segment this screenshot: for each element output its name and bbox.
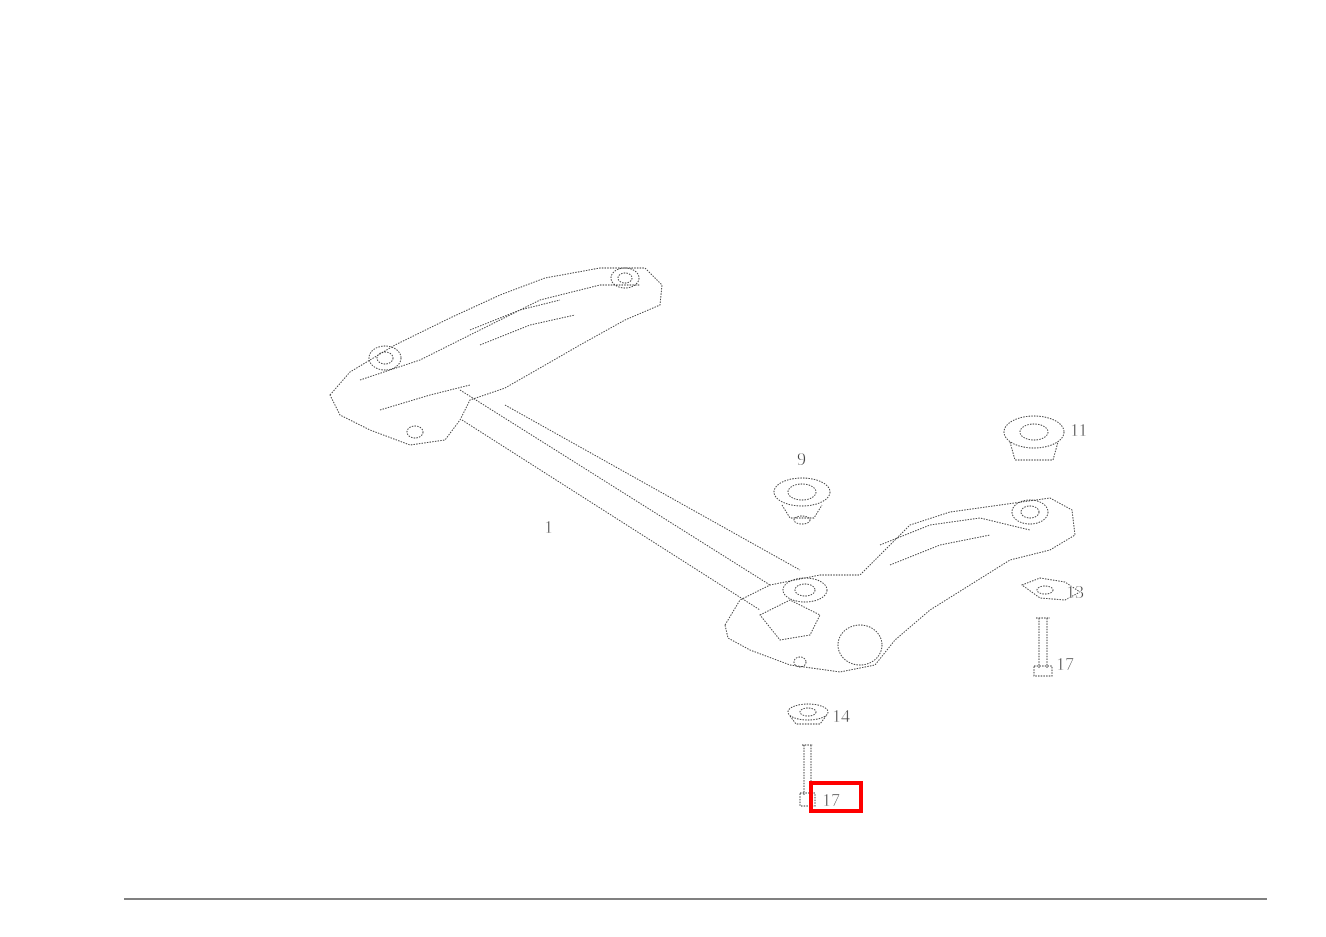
bushing-part-11 (1003, 415, 1065, 461)
washer-part-14 (787, 703, 829, 725)
label-part-13: 13 (1066, 582, 1084, 602)
label-part-17-right: 17 (1056, 654, 1074, 674)
label-part-1: 1 (544, 517, 553, 537)
label-part-17-bottom: 17 (822, 790, 840, 810)
label-part-11: 11 (1070, 420, 1087, 440)
bolt-part-17-right (1033, 617, 1053, 677)
washer-part-13 (1021, 577, 1081, 601)
highlight-box (809, 781, 863, 813)
subframe-crossmember (329, 267, 1076, 673)
label-part-14: 14 (832, 706, 850, 726)
label-part-9: 9 (797, 449, 806, 469)
bushing-part-9 (773, 477, 831, 525)
